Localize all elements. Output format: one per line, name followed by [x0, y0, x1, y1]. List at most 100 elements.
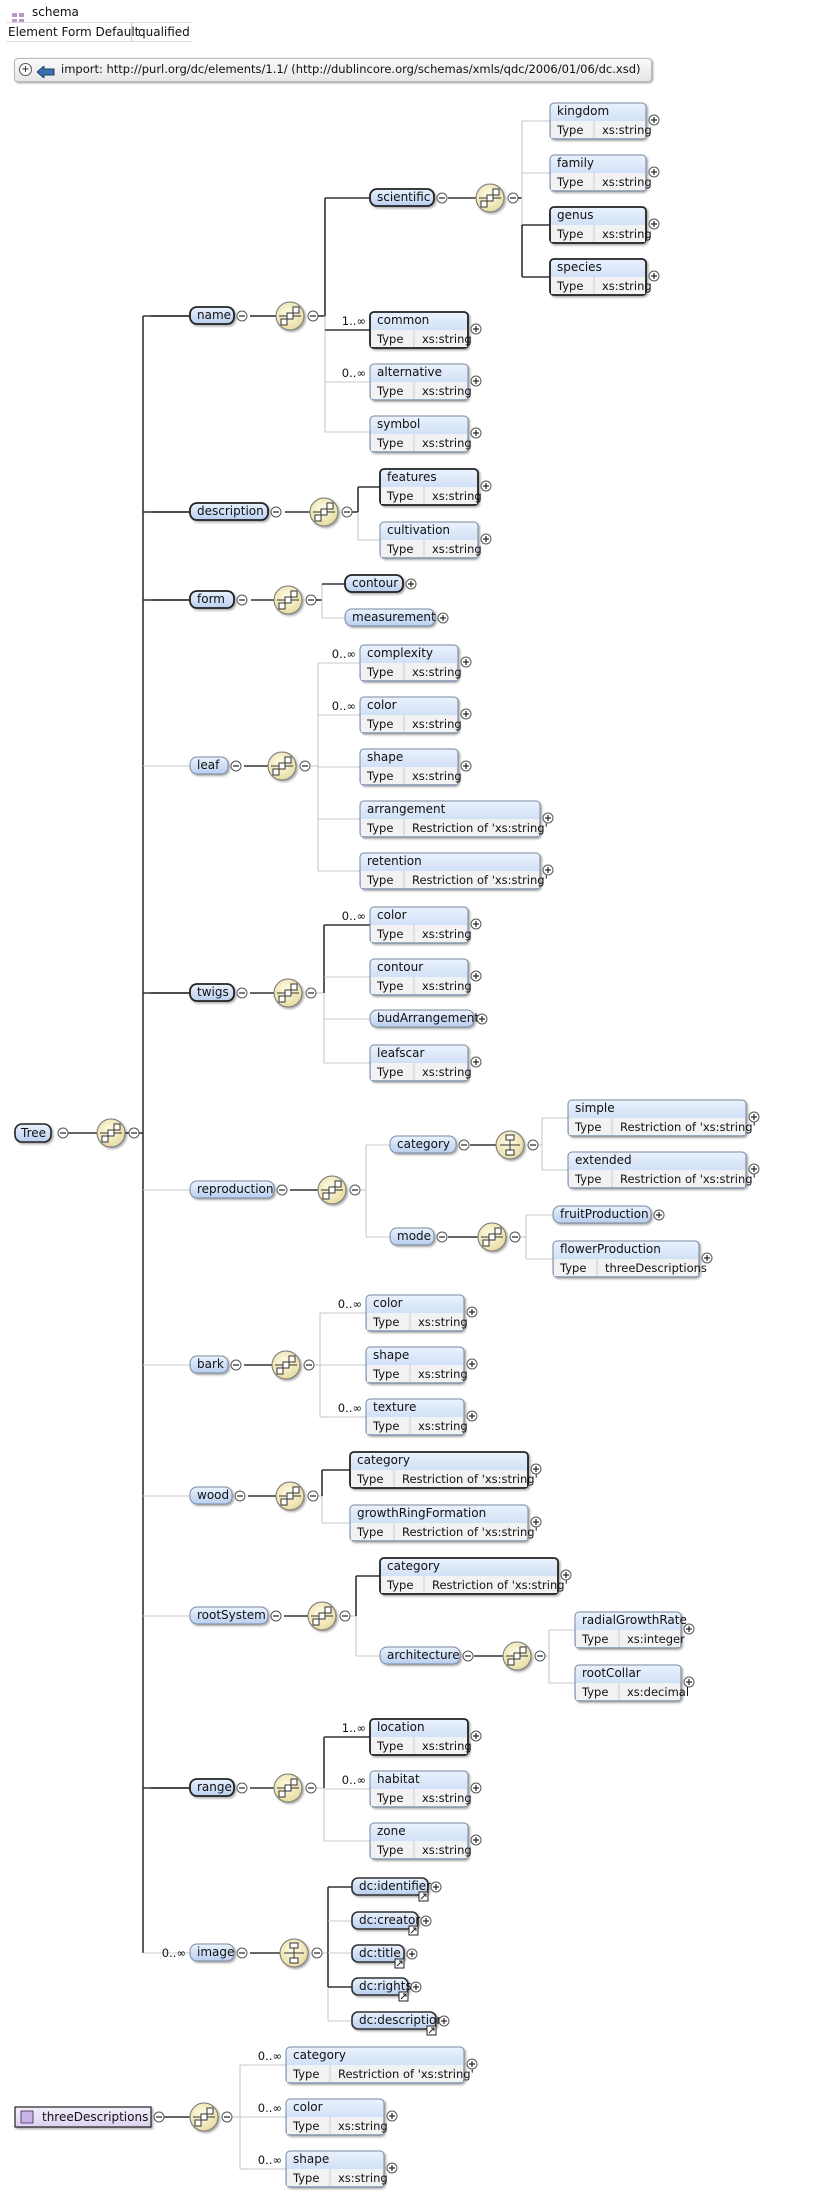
element-node-rootSystem[interactable]: rootSystem: [189, 1606, 269, 1625]
expand-icon[interactable]: [466, 1410, 478, 1422]
root-element-tree[interactable]: Tree: [14, 1123, 52, 1143]
collapse-icon[interactable]: [57, 1127, 69, 1139]
expand-icon[interactable]: [386, 2110, 398, 2122]
element-node-description[interactable]: description: [189, 502, 269, 521]
element-node-mode[interactable]: mode: [389, 1227, 435, 1246]
expand-icon[interactable]: [476, 1013, 488, 1025]
collapse-icon[interactable]: [276, 1184, 288, 1196]
expand-icon[interactable]: [406, 1948, 418, 1960]
expand-icon[interactable]: [701, 1252, 713, 1264]
collapse-icon[interactable]: [236, 987, 248, 999]
element-node-form[interactable]: form: [189, 590, 235, 609]
expand-icon[interactable]: [470, 970, 482, 982]
element-node-dcidentifier[interactable]: dc:identifier: [351, 1877, 431, 1902]
expand-icon[interactable]: [648, 114, 660, 126]
expand-icon[interactable]: [480, 480, 492, 492]
expand-icon[interactable]: [542, 812, 554, 824]
collapse-icon[interactable]: [153, 2111, 165, 2123]
expand-icon[interactable]: [648, 270, 660, 282]
collapse-icon[interactable]: [305, 987, 317, 999]
collapse-icon[interactable]: [221, 2111, 233, 2123]
expand-icon[interactable]: +: [19, 63, 32, 76]
element-node-scientific[interactable]: scientific: [369, 188, 435, 207]
expand-icon[interactable]: [748, 1111, 760, 1123]
collapse-icon[interactable]: [527, 1139, 539, 1151]
element-node-name[interactable]: name: [189, 306, 235, 325]
collapse-icon[interactable]: [270, 1610, 282, 1622]
complex-type-threeDescriptions[interactable]: threeDescriptions: [14, 2106, 152, 2128]
collapse-icon[interactable]: [341, 506, 353, 518]
collapse-icon[interactable]: [305, 1782, 317, 1794]
expand-icon[interactable]: [460, 760, 472, 772]
expand-icon[interactable]: [386, 2162, 398, 2174]
expand-icon[interactable]: [470, 1782, 482, 1794]
expand-icon[interactable]: [470, 1834, 482, 1846]
element-node-budArrangement[interactable]: budArrangement: [369, 1009, 479, 1028]
collapse-icon[interactable]: [436, 192, 448, 204]
collapse-icon[interactable]: [349, 1184, 361, 1196]
expand-icon[interactable]: [430, 1881, 442, 1893]
collapse-icon[interactable]: [307, 310, 319, 322]
collapse-icon[interactable]: [303, 1359, 315, 1371]
collapse-icon[interactable]: [462, 1650, 474, 1662]
collapse-icon[interactable]: [458, 1139, 470, 1151]
element-node-dctitle[interactable]: dc:title: [351, 1944, 405, 1969]
expand-icon[interactable]: [470, 427, 482, 439]
element-node-dcdescription[interactable]: dc:description: [351, 2011, 444, 2036]
collapse-icon[interactable]: [339, 1610, 351, 1622]
collapse-icon[interactable]: [234, 1490, 246, 1502]
expand-icon[interactable]: [542, 864, 554, 876]
element-node-fruitProduction[interactable]: fruitProduction: [552, 1205, 652, 1224]
import-box[interactable]: + import: http://purl.org/dc/elements/1.…: [14, 58, 652, 82]
expand-icon[interactable]: [460, 708, 472, 720]
element-node-range[interactable]: range: [189, 1778, 235, 1797]
expand-icon[interactable]: [466, 1358, 478, 1370]
expand-icon[interactable]: [437, 612, 449, 624]
element-node-reproduction[interactable]: reproduction: [189, 1180, 275, 1199]
expand-icon[interactable]: [438, 2015, 450, 2027]
expand-icon[interactable]: [470, 1056, 482, 1068]
expand-icon[interactable]: [470, 1730, 482, 1742]
expand-icon[interactable]: [470, 918, 482, 930]
collapse-icon[interactable]: [534, 1650, 546, 1662]
expand-icon[interactable]: [466, 1306, 478, 1318]
collapse-icon[interactable]: [311, 1947, 323, 1959]
expand-icon[interactable]: [405, 578, 417, 590]
collapse-icon[interactable]: [236, 1947, 248, 1959]
expand-icon[interactable]: [683, 1676, 695, 1688]
collapse-icon[interactable]: [436, 1231, 448, 1243]
expand-icon[interactable]: [648, 166, 660, 178]
collapse-icon[interactable]: [230, 1359, 242, 1371]
expand-icon[interactable]: [530, 1516, 542, 1528]
element-node-bark[interactable]: bark: [189, 1355, 229, 1374]
element-node-dccreator[interactable]: dc:creator: [351, 1911, 420, 1936]
collapse-icon[interactable]: [270, 506, 282, 518]
collapse-icon[interactable]: [236, 310, 248, 322]
expand-icon[interactable]: [748, 1163, 760, 1175]
